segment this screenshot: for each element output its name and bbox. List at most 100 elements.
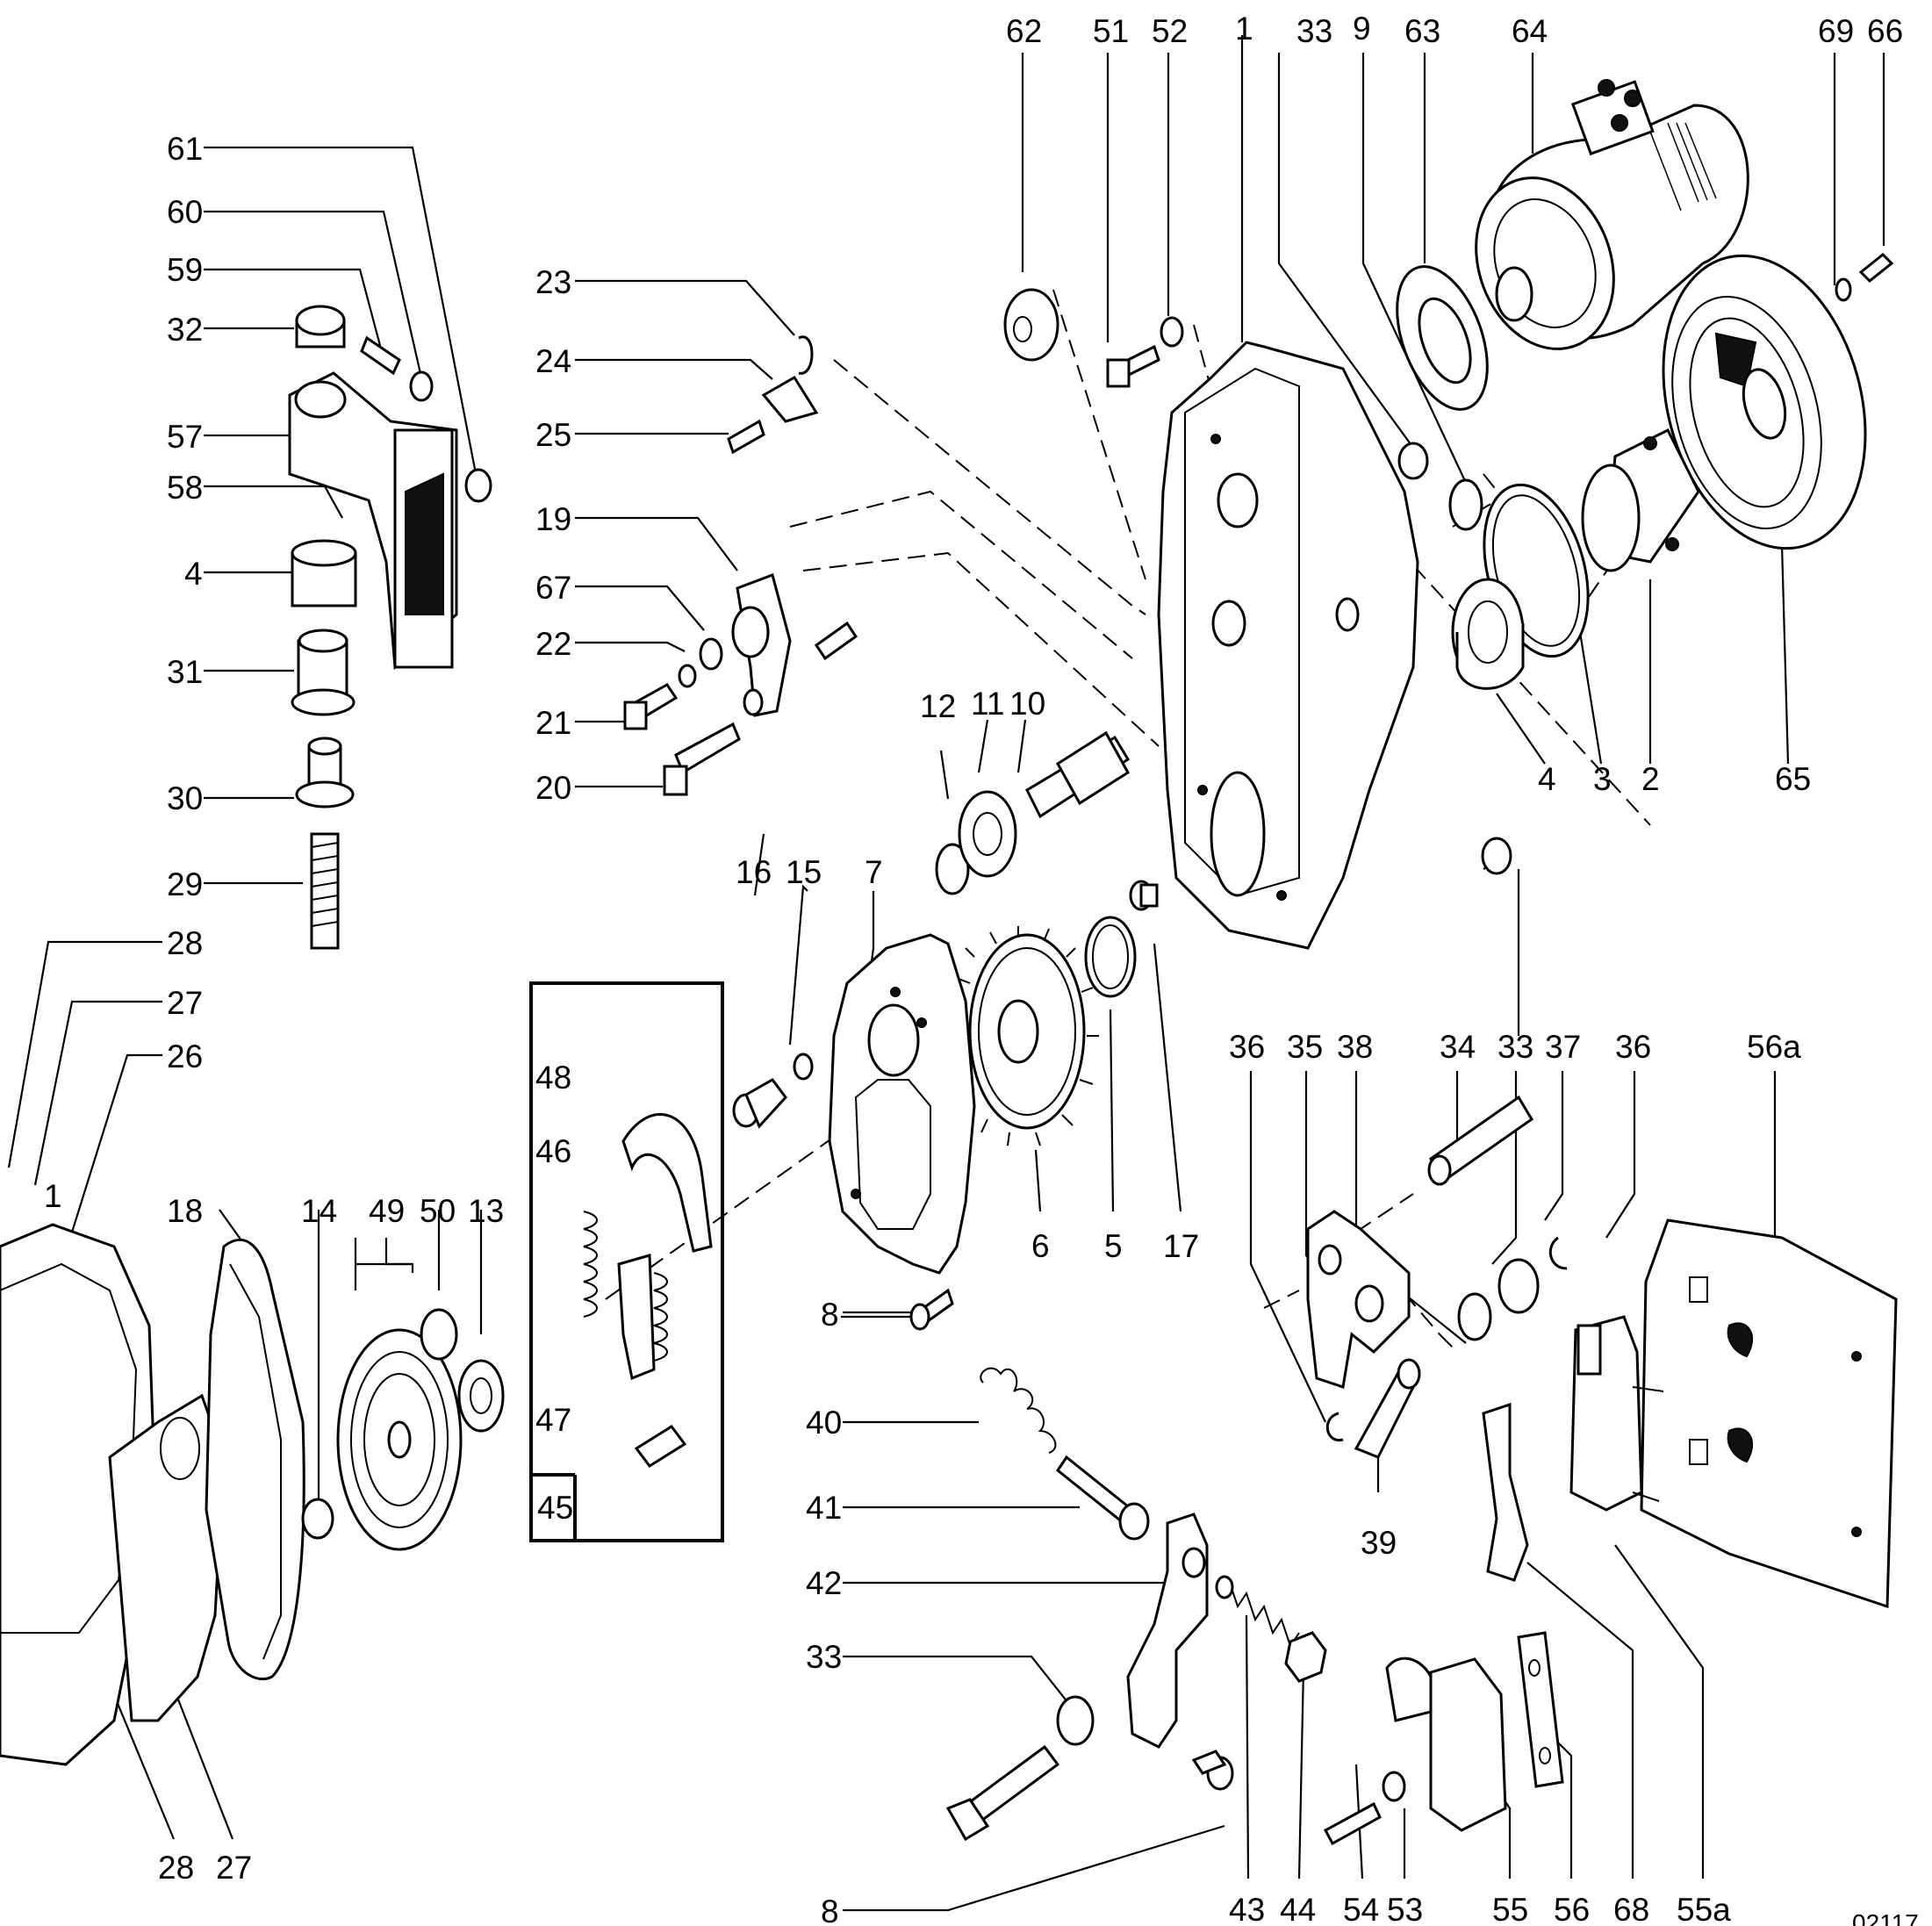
callout-14: 14 xyxy=(301,1193,337,1229)
circlip-part-5 xyxy=(1084,916,1137,998)
callout-35: 35 xyxy=(1287,1029,1323,1065)
callout-68: 68 xyxy=(1613,1892,1649,1926)
callout-40: 40 xyxy=(806,1405,842,1441)
screw-part-59 xyxy=(360,335,401,376)
callout-55a: 55a xyxy=(1677,1892,1731,1926)
callout-63: 63 xyxy=(1404,13,1440,49)
screw-part-8 xyxy=(909,1288,954,1331)
callout-56a: 56a xyxy=(1747,1029,1801,1065)
washer-part-60 xyxy=(409,370,434,402)
callout-23: 23 xyxy=(535,264,571,300)
lever-part-42 xyxy=(1126,1513,1209,1749)
callout-59: 59 xyxy=(167,252,203,288)
pin-part-39 xyxy=(1354,1358,1421,1459)
screw-part-25 xyxy=(727,419,765,455)
callout-8-lower: 8 xyxy=(821,1894,839,1926)
callout-61: 61 xyxy=(167,131,203,167)
callout-21: 21 xyxy=(535,705,571,741)
callout-28: 28 xyxy=(167,925,203,961)
callout-42: 42 xyxy=(806,1565,842,1601)
spring-part-43 xyxy=(1215,1575,1300,1649)
bushing-part-50 xyxy=(420,1308,458,1361)
plug-part-17 xyxy=(1129,880,1159,911)
callout-69: 69 xyxy=(1818,13,1854,49)
screw-part-8-lower xyxy=(1191,1750,1234,1791)
callout-47: 47 xyxy=(535,1402,571,1438)
bushing-part-31 xyxy=(291,629,356,716)
cap-part-32 xyxy=(295,305,346,349)
bracket-part-57 xyxy=(288,371,458,671)
pinion-shaft-part-10 xyxy=(1025,730,1131,819)
callout-20: 20 xyxy=(535,770,571,806)
callout-66: 66 xyxy=(1867,13,1903,49)
callout-19: 19 xyxy=(535,501,571,537)
circlip-part-36 xyxy=(1325,1236,1568,1441)
plate-part-56a xyxy=(1640,1218,1898,1609)
callout-31: 31 xyxy=(167,654,203,690)
callout-52: 52 xyxy=(1152,13,1188,49)
callout-37: 37 xyxy=(1545,1029,1581,1065)
spring-part-40 xyxy=(980,1367,1057,1454)
pin-part-34 xyxy=(1427,1095,1534,1186)
callout-11: 11 xyxy=(971,686,1004,722)
seal-part-13 xyxy=(457,1359,505,1433)
drawing-number: 02117 xyxy=(1852,1909,1919,1926)
bolt-part-21 xyxy=(623,683,679,730)
bushing-part-38 xyxy=(1457,1292,1492,1341)
callout-51: 51 xyxy=(1093,13,1129,49)
washer-part-69 xyxy=(1835,277,1852,302)
bushing-part-30 xyxy=(295,737,355,808)
callout-62: 62 xyxy=(1006,13,1042,49)
callout-18: 18 xyxy=(167,1193,203,1229)
callout-41: 41 xyxy=(806,1490,842,1526)
callout-27: 27 xyxy=(167,985,203,1021)
clip-part-23 xyxy=(798,335,814,375)
callout-6: 6 xyxy=(1031,1228,1050,1264)
callout-28-bottom: 28 xyxy=(158,1850,194,1886)
callout-55: 55 xyxy=(1492,1892,1528,1926)
screw-part-54 xyxy=(1323,1801,1382,1846)
lever-part-35 xyxy=(1306,1210,1411,1389)
washer-part-53 xyxy=(1382,1771,1406,1802)
callout-56: 56 xyxy=(1554,1892,1590,1926)
plate-part-56 xyxy=(1517,1631,1564,1788)
bearing-part-4 xyxy=(1451,578,1525,690)
callout-8: 8 xyxy=(821,1297,839,1333)
pulley-part-49 xyxy=(336,1328,463,1551)
wheel-part-65 xyxy=(1662,254,1867,550)
bushing-part-61 xyxy=(464,468,492,503)
cover-plate-part-7 xyxy=(828,933,976,1275)
screw-part-66 xyxy=(1858,252,1894,284)
nut-part-33-lower xyxy=(1056,1695,1095,1746)
bearing-part-11 xyxy=(958,790,1017,878)
switch-part-55a xyxy=(1569,1315,1664,1512)
callout-43: 43 xyxy=(1229,1892,1265,1926)
callout-38: 38 xyxy=(1337,1029,1373,1065)
nut-part-33-right xyxy=(1481,837,1512,875)
callout-48: 48 xyxy=(535,1060,571,1096)
callout-7: 7 xyxy=(865,854,883,890)
screw-part-29 xyxy=(310,832,340,950)
callout-39: 39 xyxy=(1361,1525,1397,1561)
seal-part-9 xyxy=(1448,478,1483,531)
callout-12: 12 xyxy=(920,688,956,724)
callout-46: 46 xyxy=(535,1133,571,1169)
callout-33-c: 33 xyxy=(806,1639,842,1675)
callout-50: 50 xyxy=(420,1193,456,1229)
callout-65: 65 xyxy=(1775,761,1811,797)
bracket-part-24 xyxy=(761,375,819,423)
washer-part-67 xyxy=(699,637,723,671)
callout-24: 24 xyxy=(535,343,571,379)
callout-26: 26 xyxy=(167,1038,203,1074)
callout-49: 49 xyxy=(369,1193,405,1229)
washer-part-52 xyxy=(1160,316,1184,348)
block-part-55 xyxy=(1385,1657,1507,1832)
inset-label-45: 45 xyxy=(537,1490,573,1526)
callout-32: 32 xyxy=(167,312,203,348)
callout-67: 67 xyxy=(535,570,571,606)
belt-part-18 xyxy=(205,1238,305,1681)
callout-3: 3 xyxy=(1593,761,1612,797)
shaft-part-lower xyxy=(945,1744,1060,1842)
bushing-part-62 xyxy=(1003,288,1059,362)
bushing-part-37 xyxy=(1497,1258,1540,1314)
